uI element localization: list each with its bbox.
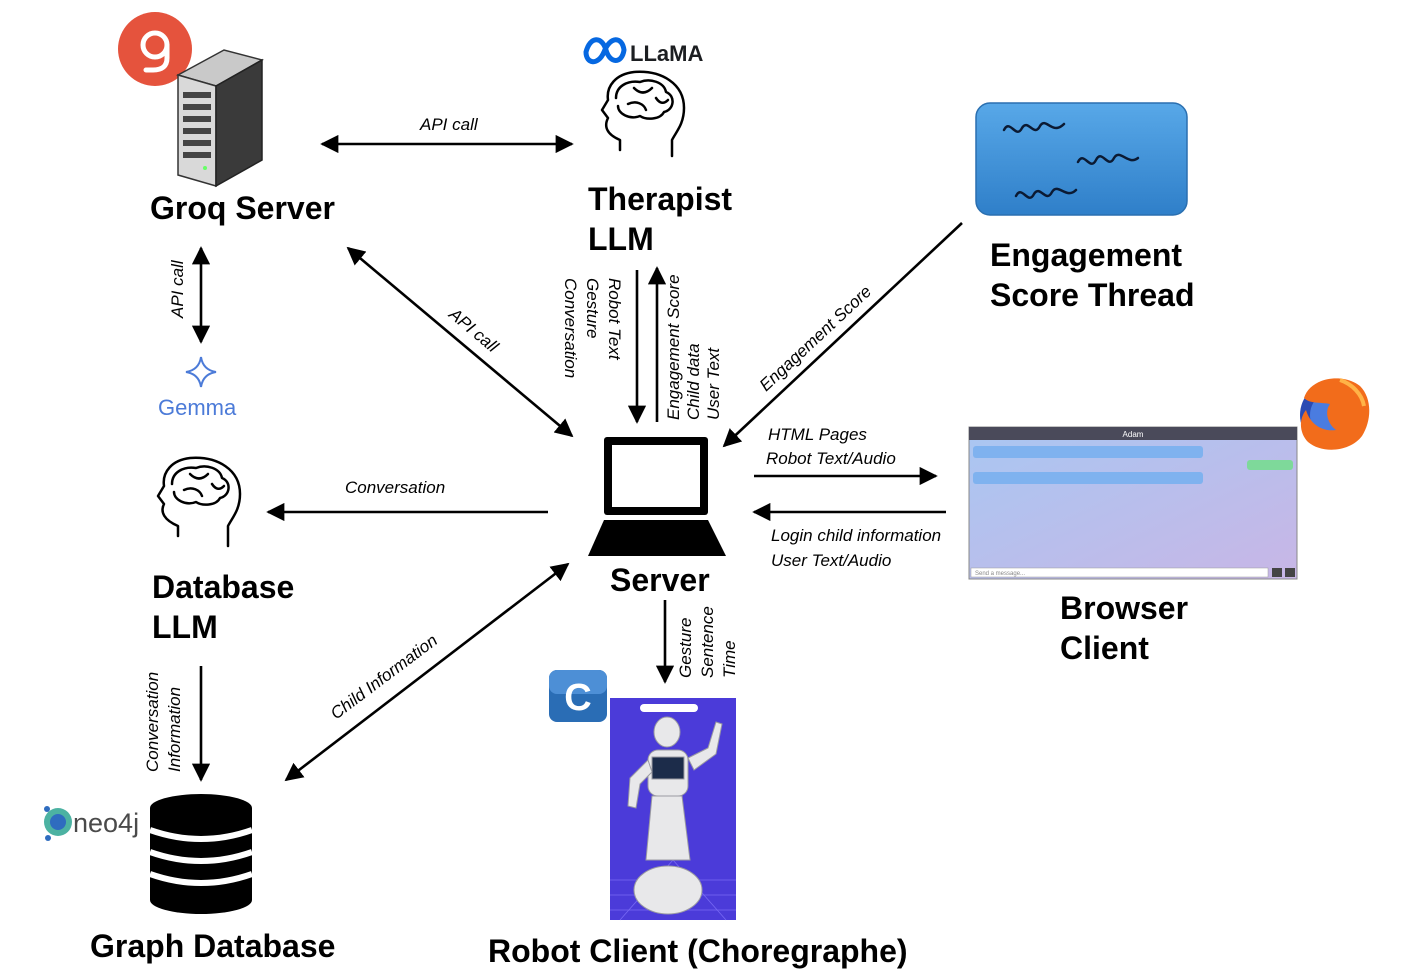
edge-label: API call (445, 304, 503, 357)
chat-bubble-bot (973, 446, 1203, 458)
pepper-robot-icon (627, 716, 723, 915)
edge-engagement-to-server: Engagement Score (722, 222, 963, 448)
mic-button (1285, 568, 1295, 577)
robot-client-label: Robot Client (Choregraphe) (488, 933, 908, 969)
edge-label: Child Information (327, 631, 441, 724)
therapist-llm-node: LLaMA Therapist LLM (583, 37, 732, 257)
groq-server-label: Groq Server (150, 190, 335, 226)
edge-server-to-browser: HTML Pages Robot Text/Audio (754, 425, 938, 486)
edge-groq-server: API call (346, 246, 574, 438)
brain-head-icon (600, 70, 686, 158)
edge-server-to-robot: Gesture Sentence Time (655, 600, 739, 684)
groq-server-node: Groq Server (118, 12, 335, 226)
edge-groq-therapist: API call (320, 115, 574, 154)
gemma-node: Gemma (158, 356, 237, 420)
groq-logo-icon (118, 12, 192, 86)
edge-label: Information (165, 687, 184, 772)
choregraphe-logo-glyph: C (564, 677, 591, 719)
edge-label: API call (419, 115, 479, 134)
therapist-llm-label-line2: LLM (588, 221, 654, 257)
browser-client-label-line1: Browser (1060, 590, 1188, 626)
edge-label: Conversation (143, 672, 162, 772)
server-tower-icon (176, 49, 264, 188)
edge-label: User Text/Audio (771, 551, 891, 570)
send-button (1272, 568, 1282, 577)
firefox-logo-icon (1300, 378, 1370, 450)
edge-label: API call (168, 259, 187, 319)
server-node: Server (588, 437, 726, 598)
edge-label: Gesture (583, 278, 602, 338)
edge-label: Child data (684, 343, 703, 420)
llama-logo-text: LLaMA (630, 41, 703, 66)
neo4j-logo-icon (44, 806, 72, 841)
edge-label: Conversation (561, 278, 580, 378)
edge-label: Conversation (345, 478, 445, 497)
database-cylinder-icon (149, 794, 253, 914)
message-input (970, 567, 1269, 578)
therapist-llm-label-line1: Therapist (588, 181, 732, 217)
server-label: Server (610, 562, 710, 598)
edge-label: Gesture (676, 618, 695, 678)
edge-label: Engagement Score (664, 274, 683, 420)
edge-groq-gemma: API call (168, 246, 211, 344)
browser-client-label-line2: Client (1060, 630, 1149, 666)
edge-label: Robot Text/Audio (766, 449, 896, 468)
database-llm-label-line2: LLM (152, 609, 218, 645)
engagement-label-line2: Score Thread (990, 277, 1195, 313)
engagement-thread-node: Engagement Score Thread (975, 102, 1195, 313)
chat-bubble-bot (973, 472, 1203, 484)
robot-screenshot (610, 698, 736, 921)
robot-client-node: C Robot Client (Choregraphe) (488, 670, 908, 969)
neo4j-logo-text: neo4j (73, 808, 139, 838)
edge-therapist-to-server: Robot Text Gesture Conversation (561, 270, 647, 424)
gemma-logo-text: Gemma (158, 395, 237, 420)
robot-gesture-tag (640, 704, 698, 712)
edge-graph-server: Child Information (284, 562, 570, 782)
graph-database-label: Graph Database (90, 928, 335, 964)
edge-server-to-dbllm: Conversation (266, 478, 548, 522)
edge-browser-to-server: Login child information User Text/Audio (752, 502, 946, 570)
edge-dbllm-to-graph: Conversation Information (143, 666, 211, 782)
edge-label: Login child information (771, 526, 941, 545)
graph-database-node: neo4j Graph Database (44, 794, 335, 964)
engagement-label-line1: Engagement (990, 237, 1182, 273)
edge-label: Sentence (698, 606, 717, 678)
edge-label: Robot Text (605, 278, 624, 361)
edge-server-to-therapist: Engagement Score Child data User Text (647, 266, 723, 422)
gemma-sparkle-icon (185, 356, 217, 388)
chat-bubble-user (1247, 460, 1293, 470)
waveform-icon (1002, 121, 1140, 199)
edge-label: HTML Pages (768, 425, 867, 444)
laptop-icon (588, 437, 726, 556)
brain-head-icon (156, 456, 242, 548)
browser-screenshot-title: Adam (1123, 430, 1144, 439)
message-input-placeholder: Send a message... (975, 571, 1025, 577)
database-llm-node: Database LLM (152, 456, 294, 645)
edge-label: Engagement Score (756, 282, 875, 395)
browser-client-node: Adam Send a message... Browser Client (968, 378, 1370, 666)
choregraphe-logo-icon: C (549, 670, 607, 722)
database-llm-label-line1: Database (152, 569, 294, 605)
browser-screenshot: Adam Send a message... (968, 426, 1298, 580)
edge-label: User Text (704, 347, 723, 420)
meta-logo-icon (583, 37, 627, 65)
edge-label: Time (720, 640, 739, 678)
